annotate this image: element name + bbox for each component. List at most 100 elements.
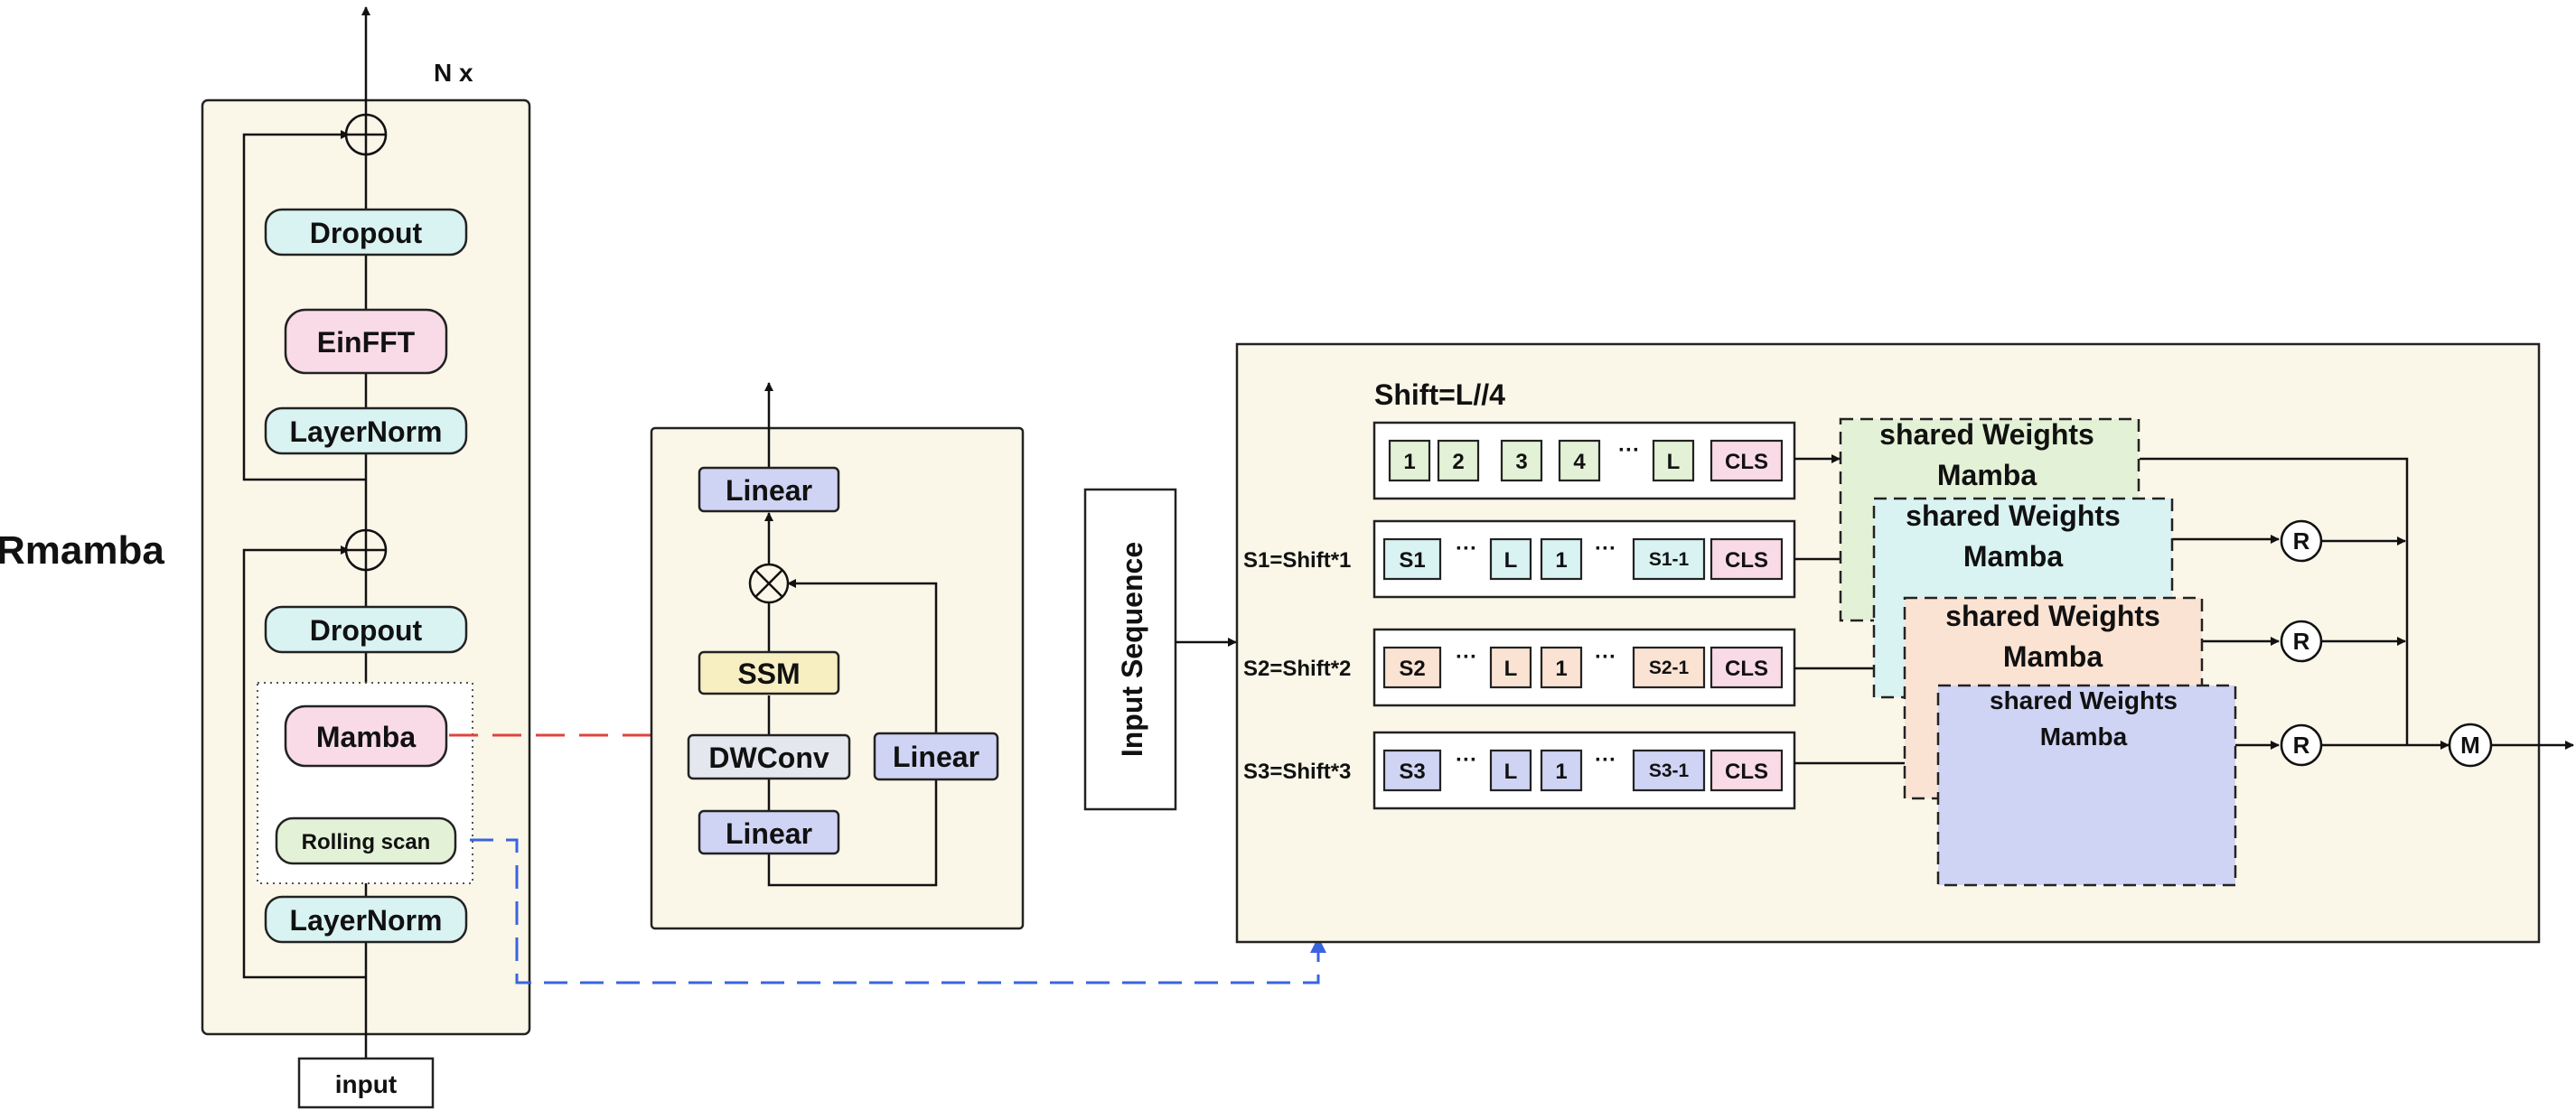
- token-label: 1: [1555, 548, 1567, 573]
- rmamba-block: N x Dropout EinFFT LayerNorm Dropout: [201, 6, 531, 1109]
- ssm-box: [698, 650, 840, 695]
- ellipsis-token: ···: [1595, 645, 1616, 669]
- detail-branch-line: [767, 779, 938, 887]
- token-label: S3: [1399, 760, 1425, 784]
- cls-token: [1710, 646, 1784, 689]
- token-label: S2-1: [1649, 658, 1690, 678]
- shared-block-2-line1: shared Weights: [1906, 499, 2121, 532]
- cls-token-label: CLS: [1725, 450, 1768, 474]
- input-sequence-box: [1083, 488, 1177, 811]
- shared-block-1-line1: shared Weights: [1879, 418, 2094, 451]
- cls-token-label: CLS: [1725, 657, 1768, 681]
- token-box: [1558, 439, 1601, 482]
- ellipsis-token: ···: [1456, 645, 1477, 669]
- token-box: [1489, 646, 1532, 689]
- token-box: [1632, 646, 1706, 689]
- einfft-label: EinFFT: [317, 326, 416, 359]
- dwconv-label: DWConv: [708, 742, 829, 774]
- token-label: 4: [1573, 450, 1586, 474]
- dwconv-box: [687, 733, 851, 780]
- upper-dropout-label: Dropout: [310, 217, 423, 249]
- token-label: 2: [1452, 450, 1464, 474]
- mamba-label: Mamba: [316, 721, 416, 753]
- token-label: S2: [1399, 657, 1425, 681]
- shared-block-2-line2: Mamba: [1963, 540, 2063, 573]
- cls-token: [1710, 537, 1784, 581]
- rolling-scan-label: Rolling scan: [302, 830, 431, 854]
- token-label: 1: [1403, 450, 1415, 474]
- reverse-op-3-label: R: [2293, 732, 2310, 759]
- ssm-label: SSM: [737, 658, 800, 690]
- upper-layernorm-label: LayerNorm: [290, 415, 443, 448]
- shared-block-4-line1: shared Weights: [1990, 686, 2178, 714]
- add-icon-upper: [344, 113, 388, 156]
- token-box: [1382, 749, 1442, 792]
- merge-op: M: [2448, 723, 2493, 768]
- row0-output-line: [2140, 457, 2409, 746]
- token-row-frame: [1372, 731, 1796, 810]
- ellipsis-token: ···: [1595, 748, 1616, 772]
- shift-row-label: S2=Shift*2: [1243, 657, 1351, 681]
- ellipsis-token: ···: [1618, 438, 1640, 462]
- lower-dropout-box: [264, 605, 468, 654]
- mamba-box: [284, 704, 448, 768]
- shared-block-1-line2: Mamba: [1937, 459, 2037, 491]
- cls-token: [1710, 749, 1784, 792]
- multiply-icon: [748, 563, 790, 604]
- reverse-op-2-label: R: [2293, 628, 2310, 655]
- cls-token: [1710, 439, 1784, 482]
- shift-row-label: S1=Shift*1: [1243, 548, 1351, 573]
- token-label: S1-1: [1649, 549, 1690, 570]
- token-box: [1489, 749, 1532, 792]
- token-label: L: [1504, 760, 1518, 784]
- gate-linear-box: [873, 732, 999, 781]
- rolling-scan-box: [275, 816, 457, 865]
- cls-token-label: CLS: [1725, 548, 1768, 573]
- shift-row-label: S3=Shift*3: [1243, 760, 1351, 784]
- upper-dropout-box: [264, 208, 468, 257]
- lower-layernorm-label: LayerNorm: [290, 904, 443, 937]
- ellipsis-token: ···: [1456, 536, 1477, 561]
- detail-gate-line: [787, 579, 938, 733]
- shared-block-4: shared Weights Mamba: [1936, 684, 2237, 887]
- reverse-op-2: R: [2280, 620, 2323, 663]
- mamba-detail: Linear SSM DWConv Linear Linear: [650, 382, 1025, 930]
- merge-op-label: M: [2460, 732, 2480, 759]
- einfft-box: [284, 308, 448, 375]
- reverse-op-1-label: R: [2293, 527, 2310, 555]
- input-label: input: [335, 1070, 397, 1098]
- token-box: [1540, 646, 1583, 689]
- detail-bottom-linear-label: Linear: [726, 817, 812, 850]
- ellipsis-token: ···: [1595, 536, 1616, 561]
- lower-dropout-label: Dropout: [310, 614, 423, 647]
- shared-block-3-line2: Mamba: [2003, 640, 2103, 673]
- token-box: [1652, 439, 1695, 482]
- add-icon-lower: [344, 528, 388, 572]
- shift-label: Shift=L//4: [1374, 378, 1505, 411]
- ellipsis-token: ···: [1456, 748, 1477, 772]
- upper-layernorm-box: [264, 406, 468, 455]
- detail-bottom-linear-box: [698, 809, 840, 855]
- diagram-title: Rmamba: [0, 528, 164, 573]
- token-box: [1489, 537, 1532, 581]
- detail-top-linear-box: [698, 466, 840, 513]
- input-sequence-label: Input Sequence: [1116, 542, 1148, 757]
- blue-dashed-connector: [470, 838, 1326, 984]
- lower-layernorm-box: [264, 895, 468, 944]
- detail-top-linear-label: Linear: [726, 474, 812, 507]
- gate-linear-label: Linear: [893, 741, 979, 773]
- token-row-0: 1 2 3 4 ··· L CLS: [1372, 421, 1796, 500]
- token-box: [1500, 439, 1543, 482]
- token-box: [1437, 439, 1480, 482]
- token-label: L: [1667, 450, 1681, 474]
- token-label: 1: [1555, 657, 1567, 681]
- token-label: 3: [1515, 450, 1527, 474]
- token-box: [1632, 749, 1706, 792]
- token-box: [1388, 439, 1431, 482]
